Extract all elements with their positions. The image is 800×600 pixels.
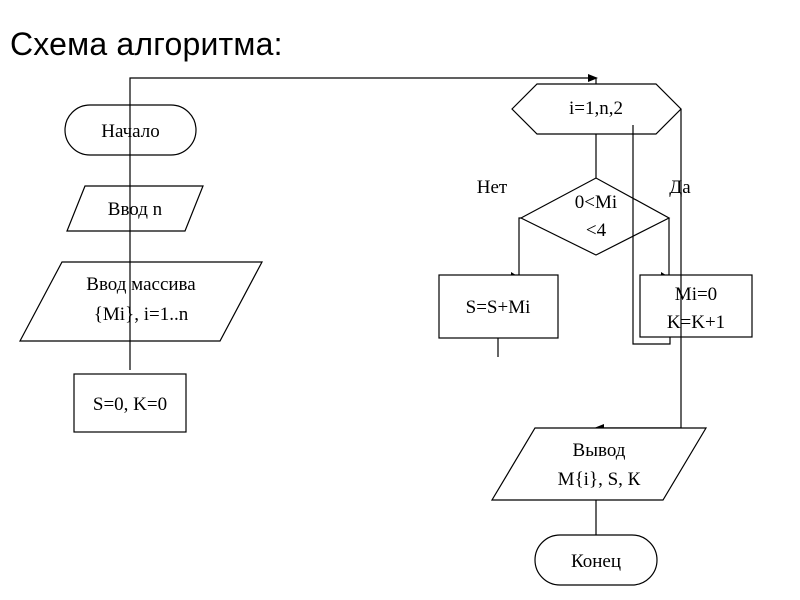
init-process-block bbox=[73, 373, 187, 433]
end-terminator bbox=[534, 534, 658, 586]
output-label-line1: Вывод bbox=[573, 440, 626, 461]
condition-block bbox=[519, 177, 671, 256]
reset-label-line2: K=K+1 bbox=[667, 312, 725, 333]
loop-label: i=1,n,2 bbox=[569, 98, 623, 119]
end-label: Конец bbox=[571, 551, 621, 572]
connector-loop-return bbox=[632, 125, 671, 345]
input-array-block bbox=[19, 261, 263, 342]
condition-label-line1: 0<Mi bbox=[575, 192, 617, 213]
arrow-head-to-loop bbox=[588, 74, 598, 82]
input-array-label-line1: Ввод массива bbox=[86, 274, 196, 295]
page-title: Схема алгоритма: bbox=[10, 26, 283, 62]
input-array-label-line2: {Mi}, i=1..n bbox=[94, 304, 189, 325]
input-n-label: Ввод n bbox=[108, 199, 163, 220]
reset-process-block bbox=[639, 274, 753, 338]
connector-no-branch bbox=[518, 217, 521, 276]
reset-label-line1: Mi=0 bbox=[675, 284, 717, 305]
input-n-block bbox=[66, 185, 204, 232]
output-label-line2: M{i}, S, К bbox=[558, 469, 641, 490]
connector-loop-exit bbox=[596, 109, 682, 429]
output-block bbox=[490, 427, 708, 501]
branch-yes-label: Да bbox=[669, 177, 691, 198]
init-label: S=0, K=0 bbox=[93, 394, 167, 415]
branch-no-label: Нет bbox=[477, 177, 508, 198]
sum-process-block bbox=[438, 274, 559, 339]
condition-label-line2: <4 bbox=[586, 220, 607, 241]
sum-label: S=S+Mi bbox=[466, 297, 531, 318]
connector-to-loop bbox=[129, 77, 597, 370]
